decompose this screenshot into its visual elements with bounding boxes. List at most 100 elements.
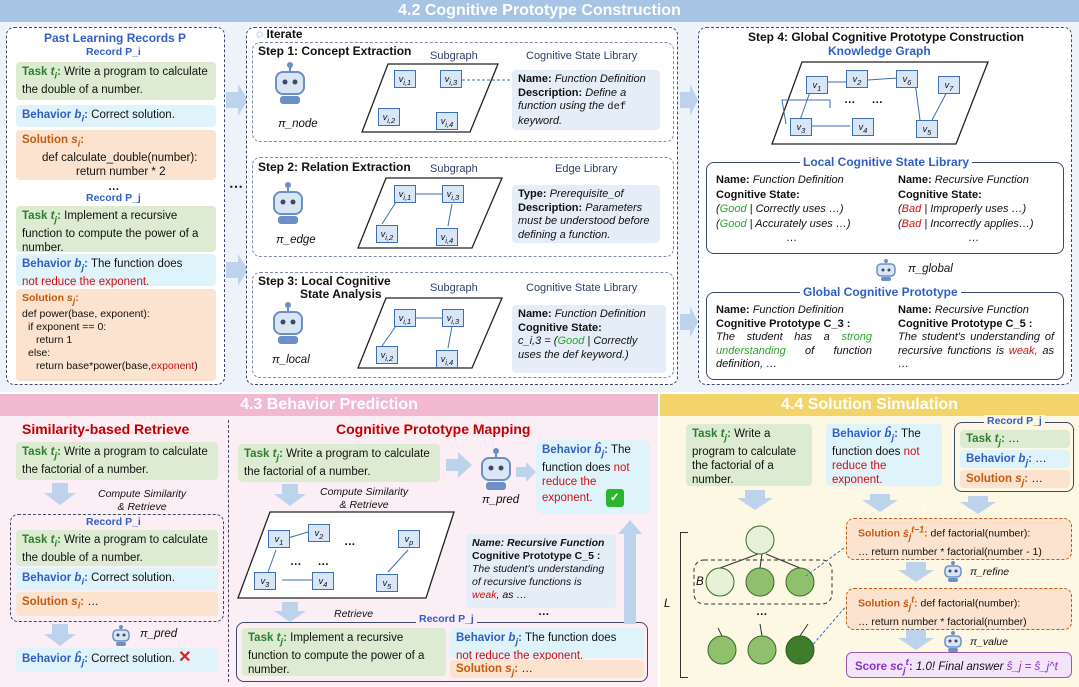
- robot-node-icon: [275, 62, 305, 104]
- refresh-icon: ◌: [256, 27, 264, 41]
- sim-prediction: Behavior b̂j: Correct solution. ✕: [16, 648, 218, 672]
- node-v4-cpm: v4: [312, 572, 334, 590]
- sol-prev-box: [846, 518, 1072, 560]
- iterate-label: ◌ Iterate: [256, 27, 303, 41]
- rec-i-task: Task ti: Write a program to calculate th…: [16, 530, 218, 566]
- rec-i-behavior: Behavior bi: Correct solution.: [16, 568, 218, 590]
- record-j-solution: Solution sj:def power(base, exponent):if…: [16, 289, 216, 381]
- edge-lib-label: Edge Library: [555, 163, 618, 175]
- node-v2-cpm: v2: [308, 524, 330, 542]
- score-box: Score scjt: 1.0! Final answer ŝ_j = ŝ_j^…: [846, 652, 1072, 678]
- subgraph-label-3: Subgraph: [430, 282, 478, 294]
- l-label: L: [664, 598, 671, 610]
- step4-title: Step 4: Global Cognitive Prototype Const…: [748, 30, 1025, 44]
- node-v5: v5: [916, 120, 938, 138]
- node-v3: v3: [790, 118, 812, 136]
- robot-global-icon: [876, 259, 896, 281]
- robot-edge-icon: [273, 182, 303, 224]
- robot-pred-icon-2: [481, 448, 511, 490]
- pi-global: π_global: [908, 263, 953, 275]
- node-v2: v2: [846, 70, 868, 88]
- node-vi2-s2: vi,2: [376, 225, 398, 243]
- section-42-title: 4.2 Cognitive Prototype Construction: [0, 0, 1079, 22]
- sim-task: Task tj: Write a program to calculate th…: [16, 442, 218, 480]
- node-v1: v1: [806, 76, 828, 94]
- retrieved-record-box: [10, 514, 224, 622]
- pi-value: π_value: [970, 636, 1008, 648]
- local-lib-title: Local Cognitive State Library: [800, 155, 973, 169]
- records-ellipsis: …: [108, 181, 120, 193]
- l-bracket: [680, 532, 688, 678]
- subgraph-label-2: Subgraph: [430, 163, 478, 175]
- record-j-task: Task tj: Implement a recursive function …: [16, 206, 216, 254]
- step3-box: [252, 272, 674, 378]
- node-vi3-s3: vi,3: [442, 309, 464, 327]
- node-vi3-s2: vi,3: [442, 185, 464, 203]
- ss-task: Task tj: Write a program to calculate th…: [686, 424, 812, 486]
- robot-local-icon: [273, 302, 303, 344]
- pi-refine: π_refine: [970, 566, 1010, 578]
- right-arrow-43b: [516, 462, 536, 482]
- section-43-title: 4.3 Behavior Prediction: [0, 394, 658, 416]
- robot-refine-icon: [944, 561, 962, 582]
- node-v4: v4: [852, 118, 874, 136]
- down-arrow-cpm: [274, 484, 306, 506]
- sim-title: Similarity-based Retrieve: [22, 421, 190, 437]
- gcp-title: Global Cognitive Prototype: [800, 285, 961, 299]
- cross-icon: ✕: [178, 649, 192, 666]
- record-i-label: Record P_i: [86, 46, 141, 58]
- divider-43: [228, 420, 229, 682]
- kg-title: Knowledge Graph: [828, 44, 931, 58]
- section-44-title: 4.4 Solution Simulation: [660, 394, 1079, 416]
- node-v3-cpm: v3: [254, 572, 276, 590]
- step2-title: Step 2: Relation Extraction: [258, 160, 411, 174]
- csl-label-1: Cognitive State Library: [526, 50, 638, 62]
- sol-t-box: [846, 588, 1072, 630]
- node-vi2: vi,2: [378, 108, 400, 126]
- search-tree: [693, 525, 833, 665]
- record-i-solution: Solution si:def calculate_double(number)…: [16, 130, 216, 180]
- pi-pred-1: π_pred: [140, 628, 178, 640]
- cpm-output: Behavior b̂j: The function does not redu…: [536, 440, 650, 514]
- ss-rec-sol: Solution sj: …: [960, 470, 1070, 488]
- node-vi1-s3: vi,1: [394, 309, 416, 327]
- down-arrow-retrieve: [274, 602, 306, 622]
- pi-local: π_local: [272, 354, 310, 366]
- node-vp-cpm: vp: [398, 530, 420, 548]
- pi-edge: π_edge: [276, 234, 316, 246]
- cpm-title: Cognitive Prototype Mapping: [336, 421, 531, 437]
- robot-pred-icon-1: [112, 625, 130, 646]
- rec-j-sol-43: Solution sj: …: [450, 660, 644, 678]
- sol-t: Solution ŝjt: def factorial(number):… re…: [858, 594, 1027, 628]
- node-vi3: vi,3: [440, 70, 462, 88]
- cpm-compute-label: Compute Similarity& Retrieve: [320, 486, 409, 511]
- tree-link: [805, 547, 849, 649]
- record-i-task: Task ti: Write a program to calculate th…: [16, 62, 216, 100]
- cpm-more-dots: …: [538, 606, 550, 618]
- cpm-dots2: … …: [290, 556, 329, 568]
- rec-j-task-43: Task tj: Implement a recursive function …: [242, 628, 446, 676]
- rec-j-label-43: Record P_j: [416, 613, 477, 625]
- node-vi4-s2: vi,4: [436, 228, 458, 246]
- pi-node: π_node: [278, 118, 318, 130]
- ss-rec-beh: Behavior bj: …: [960, 450, 1070, 468]
- b-label: B: [696, 576, 704, 588]
- node-vi4: vi,4: [436, 112, 458, 130]
- up-arrow-43: [618, 520, 642, 624]
- ss-rec-label: Record P_j: [984, 415, 1045, 427]
- node-vi4-s3: vi,4: [436, 350, 458, 368]
- node-v5-cpm: v5: [376, 574, 398, 592]
- ss-behavior: Behavior b̂j: The function does not redu…: [826, 424, 942, 486]
- node-vi1-s2: vi,1: [394, 185, 416, 203]
- retrieve-label: Retrieve: [334, 608, 374, 620]
- step1-title: Step 1: Concept Extraction: [258, 44, 412, 58]
- pi-pred-2: π_pred: [482, 494, 520, 506]
